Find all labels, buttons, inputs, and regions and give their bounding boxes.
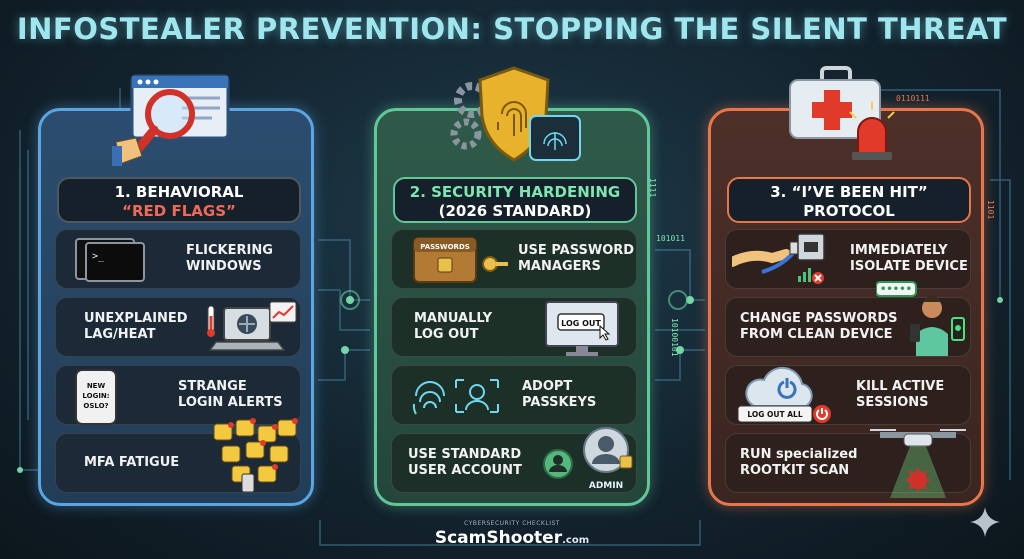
unplug-ethernet-icon: [732, 233, 825, 284]
card-label: STRANGE LOGIN ALERTS: [178, 379, 283, 410]
panel-header: 1. BEHAVIORAL “RED FLAGS”: [57, 177, 301, 223]
card-flickering-windows: >_ FLICKERING WINDOWS: [55, 229, 301, 289]
card-rootkit-scan: RUN specialized ROOTKIT SCAN: [725, 429, 971, 498]
cloud-logout-icon: LOG OUT ALL: [737, 366, 831, 423]
binary-label: 1101: [986, 200, 995, 219]
footer-caption: CYBERSECURITY CHECKLIST: [464, 520, 560, 527]
passkey-face-icon: [412, 379, 499, 415]
been-hit-protocol-panel: 3. “I’VE BEEN HIT” PROTOCOL IMMEDIATELY …: [708, 108, 984, 506]
password-dots: •••••: [880, 284, 912, 295]
header-line-2: PROTOCOL: [803, 202, 895, 220]
header-line-1: 3. “I’VE BEEN HIT”: [770, 183, 928, 201]
binary-label: 10100101: [670, 318, 679, 357]
card-kill-active-sessions: LOG OUT ALL KILL ACTIVE SESSIONS: [725, 365, 971, 425]
card-label: MANUALLY LOG OUT: [414, 311, 493, 342]
phone-alert-icon: NEW LOGIN: OSLO?: [75, 369, 117, 425]
first-aid-alarm-icon: [789, 66, 895, 160]
card-isolate-device: IMMEDIATELY ISOLATE DEVICE: [725, 229, 971, 289]
card-label: MFA FATIGUE: [84, 455, 180, 470]
brand-tld: .com: [562, 535, 590, 546]
chest-label: PASSWORDS: [420, 243, 470, 251]
panel-header: 3. “I’VE BEEN HIT” PROTOCOL: [727, 177, 971, 223]
card-mfa-fatigue: MFA FATIGUE: [55, 418, 301, 493]
card-password-managers: PASSWORDS USE PASSWORD MANAGERS: [391, 229, 637, 289]
svg-text:NEW: NEW: [87, 382, 106, 390]
terminal-windows-icon: >_: [75, 238, 145, 282]
header-line-1: 1. BEHAVIORAL: [114, 183, 244, 201]
logout-button-label: LOG OUT: [561, 319, 601, 328]
security-hardening-panel: 2. SECURITY HARDENING (2026 STANDARD) PA…: [374, 108, 650, 506]
terminal-prompt: >_: [92, 251, 105, 262]
brand-name: ScamShooter: [434, 528, 563, 548]
card-label: IMMEDIATELY ISOLATE DEVICE: [850, 243, 968, 274]
fingerprint-shield-icon: [450, 66, 581, 162]
card-unexplained-lag: UNEXPLAINED LAG/HEAT: [55, 297, 301, 357]
panel-header: 2. SECURITY HARDENING (2026 STANDARD): [393, 177, 637, 223]
hot-laptop-icon: [207, 301, 297, 351]
drone-scan-icon: [870, 429, 966, 498]
card-label: USE STANDARD USER ACCOUNT: [408, 447, 522, 478]
svg-text:LOGIN:: LOGIN:: [82, 392, 109, 400]
notification-bells-icon: [213, 418, 298, 492]
card-label: CHANGE PASSWORDS FROM CLEAN DEVICE: [740, 311, 898, 342]
sparkle-icon: [970, 507, 1000, 537]
person-phone-icon: •••••: [876, 281, 965, 356]
card-label: FLICKERING WINDOWS: [186, 243, 273, 274]
binary-label: 101011: [656, 234, 685, 243]
header-line-1-text: 2. SECURITY HARDENING: [409, 183, 621, 201]
card-label: UNEXPLAINED LAG/HEAT: [84, 311, 188, 342]
user-admin-icon: ADMIN: [543, 427, 633, 491]
card-adopt-passkeys: ADOPT PASSKEYS: [391, 365, 637, 425]
header-line-2: “RED FLAGS”: [122, 202, 236, 220]
binary-label: 0110111: [896, 94, 930, 103]
header-line-1: 2. SECURITY HARDENING: [395, 183, 635, 202]
card-standard-user-account: USE STANDARD USER ACCOUNT ADMIN: [391, 427, 637, 493]
footer: CYBERSECURITY CHECKLIST ScamShooter.com: [0, 520, 1024, 548]
card-change-passwords: CHANGE PASSWORDS FROM CLEAN DEVICE •••••: [725, 281, 971, 357]
logout-all-label: LOG OUT ALL: [747, 410, 802, 419]
svg-text:OSLO?: OSLO?: [83, 402, 108, 410]
card-label: ADOPT PASSKEYS: [522, 379, 597, 410]
behavioral-red-flags-panel: 1. BEHAVIORAL “RED FLAGS” >_ FLICKERING …: [38, 108, 314, 506]
card-strange-login-alerts: NEW LOGIN: OSLO? STRANGE LOGIN ALERTS: [55, 365, 301, 425]
magnifier-browser-icon: [112, 74, 230, 166]
admin-label: ADMIN: [589, 481, 623, 491]
card-manually-log-out: MANUALLY LOG OUT LOG OUT: [391, 297, 637, 357]
header-line-2: (2026 STANDARD): [438, 202, 592, 220]
card-label: RUN specialized ROOTKIT SCAN: [740, 447, 858, 478]
card-label: USE PASSWORD MANAGERS: [518, 243, 635, 274]
card-label: KILL ACTIVE SESSIONS: [856, 379, 945, 410]
page-title: INFOSTEALER PREVENTION: STOPPING THE SIL…: [16, 12, 1008, 46]
logout-monitor-icon: LOG OUT: [545, 301, 619, 356]
password-chest-icon: PASSWORDS: [413, 237, 508, 283]
brand-logo: ScamShooter.com: [435, 528, 589, 548]
